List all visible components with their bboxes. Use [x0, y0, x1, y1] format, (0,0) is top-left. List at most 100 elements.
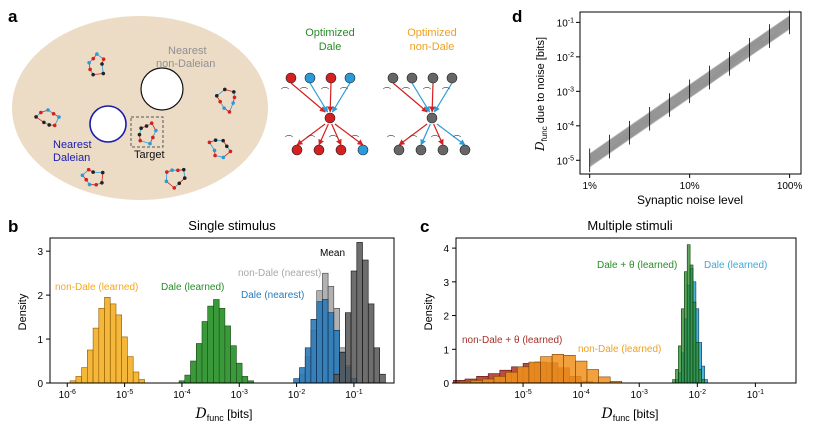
optimized-nondale-title-line2: non-Dale — [410, 41, 455, 53]
x-tick-label: 10% — [680, 181, 700, 192]
network-node — [95, 52, 99, 56]
histogram-bar — [379, 373, 386, 384]
network-node — [137, 132, 142, 137]
neuron-node — [426, 112, 438, 124]
histogram-bar — [698, 369, 702, 384]
network-node — [228, 149, 233, 154]
histogram-bar — [104, 296, 111, 384]
histogram-bar — [505, 371, 518, 384]
histogram-bar — [213, 299, 220, 384]
network-node — [91, 170, 95, 174]
optimized-nondale-title-line1: Optimized — [407, 27, 457, 39]
histogram-bar — [598, 376, 611, 384]
histogram-bar — [230, 345, 237, 384]
x-tick-label: 100% — [777, 181, 803, 192]
histogram-bar — [115, 314, 122, 384]
panel-d-letter: d — [512, 7, 522, 26]
synapse-arrow — [331, 123, 342, 146]
network-node — [222, 87, 227, 92]
synapse-noise-glyph: ⌒ — [285, 135, 293, 144]
histogram-bar — [316, 301, 323, 384]
mini-network — [87, 52, 106, 77]
network-node — [87, 182, 92, 187]
y-tick-label: 1 — [443, 345, 449, 356]
x-tick-label: 10-2 — [288, 389, 305, 401]
target-box — [130, 116, 164, 148]
nearest-nondale-label-line2: non-Daleian — [156, 58, 215, 70]
histogram-bar — [672, 379, 676, 384]
histogram-bar — [528, 361, 541, 384]
synapse-arrow — [392, 82, 428, 113]
x-tick-label: 10-4 — [572, 389, 589, 401]
network-node — [51, 111, 56, 116]
network-node — [86, 167, 91, 172]
dale-circuit-diagram: ⌒⌒⌒⌒⌒⌒⌒⌒ — [281, 72, 369, 156]
network-node — [57, 115, 61, 119]
histogram-bar — [701, 379, 705, 384]
network-node — [87, 60, 91, 65]
network-node — [148, 141, 152, 146]
network-node — [218, 99, 222, 104]
panel-c-letter: c — [420, 217, 429, 236]
network-node — [221, 138, 225, 143]
neuron-node — [393, 144, 405, 156]
y-tick-label: 10-1 — [557, 17, 574, 29]
network-node — [94, 183, 99, 187]
y-tick-label: 10-2 — [557, 52, 574, 64]
histogram-bar — [692, 301, 697, 384]
synapse-noise-glyph: ⌒ — [351, 135, 359, 144]
histogram-bar — [132, 371, 140, 384]
network-node — [181, 167, 186, 172]
histogram-bar — [299, 367, 306, 384]
panel-c-xlabel: Dfunc [bits] — [601, 406, 659, 423]
histogram-bar — [678, 345, 682, 384]
neuron-node — [324, 112, 336, 124]
y-tick-label: 3 — [37, 247, 43, 258]
panel-c-axes-frame — [455, 237, 797, 384]
network-node — [170, 168, 174, 173]
histogram-bar — [686, 244, 691, 384]
panel-b-xlabel: Dfunc [bits] — [195, 406, 253, 423]
histogram-bar — [184, 374, 191, 384]
histogram-bar — [689, 264, 694, 384]
histogram-bar — [575, 360, 588, 384]
optimized-dale-title-line1: Optimized — [305, 27, 355, 39]
nearest-dale-label-line2: Daleian — [53, 152, 90, 164]
panel-c-histograms — [453, 244, 708, 384]
label-b-dale-nearest: Dale (nearest) — [241, 290, 304, 301]
neuron-node — [446, 72, 458, 84]
label-c-nondale-learned: non-Dale (learned) — [578, 344, 661, 355]
network-node — [100, 180, 104, 185]
network-node — [151, 135, 155, 140]
histogram-bar — [367, 303, 375, 384]
synapse-arrow — [436, 123, 466, 146]
neuron-node — [427, 72, 439, 84]
synapse-noise-glyph: ⌒ — [329, 135, 337, 144]
network-node — [165, 170, 169, 174]
y-tick-label: 10-5 — [557, 155, 574, 167]
x-tick-label: 10-5 — [116, 389, 133, 401]
histogram-bar — [516, 366, 530, 384]
histogram-bar — [87, 349, 94, 384]
histogram-bar — [127, 356, 134, 384]
network-node — [91, 72, 95, 77]
x-tick-label: 10-3 — [631, 389, 648, 401]
label-b-mean: Mean — [320, 248, 345, 259]
neuron-node — [406, 72, 418, 84]
histogram-bar — [327, 312, 335, 384]
histogram-bar — [310, 318, 317, 384]
histogram-bar — [138, 379, 145, 384]
histogram-bar — [190, 360, 197, 384]
network-node — [101, 71, 106, 76]
panel-d-axes-frame — [579, 11, 802, 175]
histogram-bar — [695, 342, 700, 384]
histogram-bar — [680, 308, 685, 384]
network-node — [91, 56, 96, 61]
histogram-bar — [356, 242, 363, 384]
histogram-bar — [92, 327, 100, 384]
network-node — [138, 138, 143, 143]
panel-d-ticks: 1%10%100%10-110-210-310-410-5 — [557, 17, 803, 192]
